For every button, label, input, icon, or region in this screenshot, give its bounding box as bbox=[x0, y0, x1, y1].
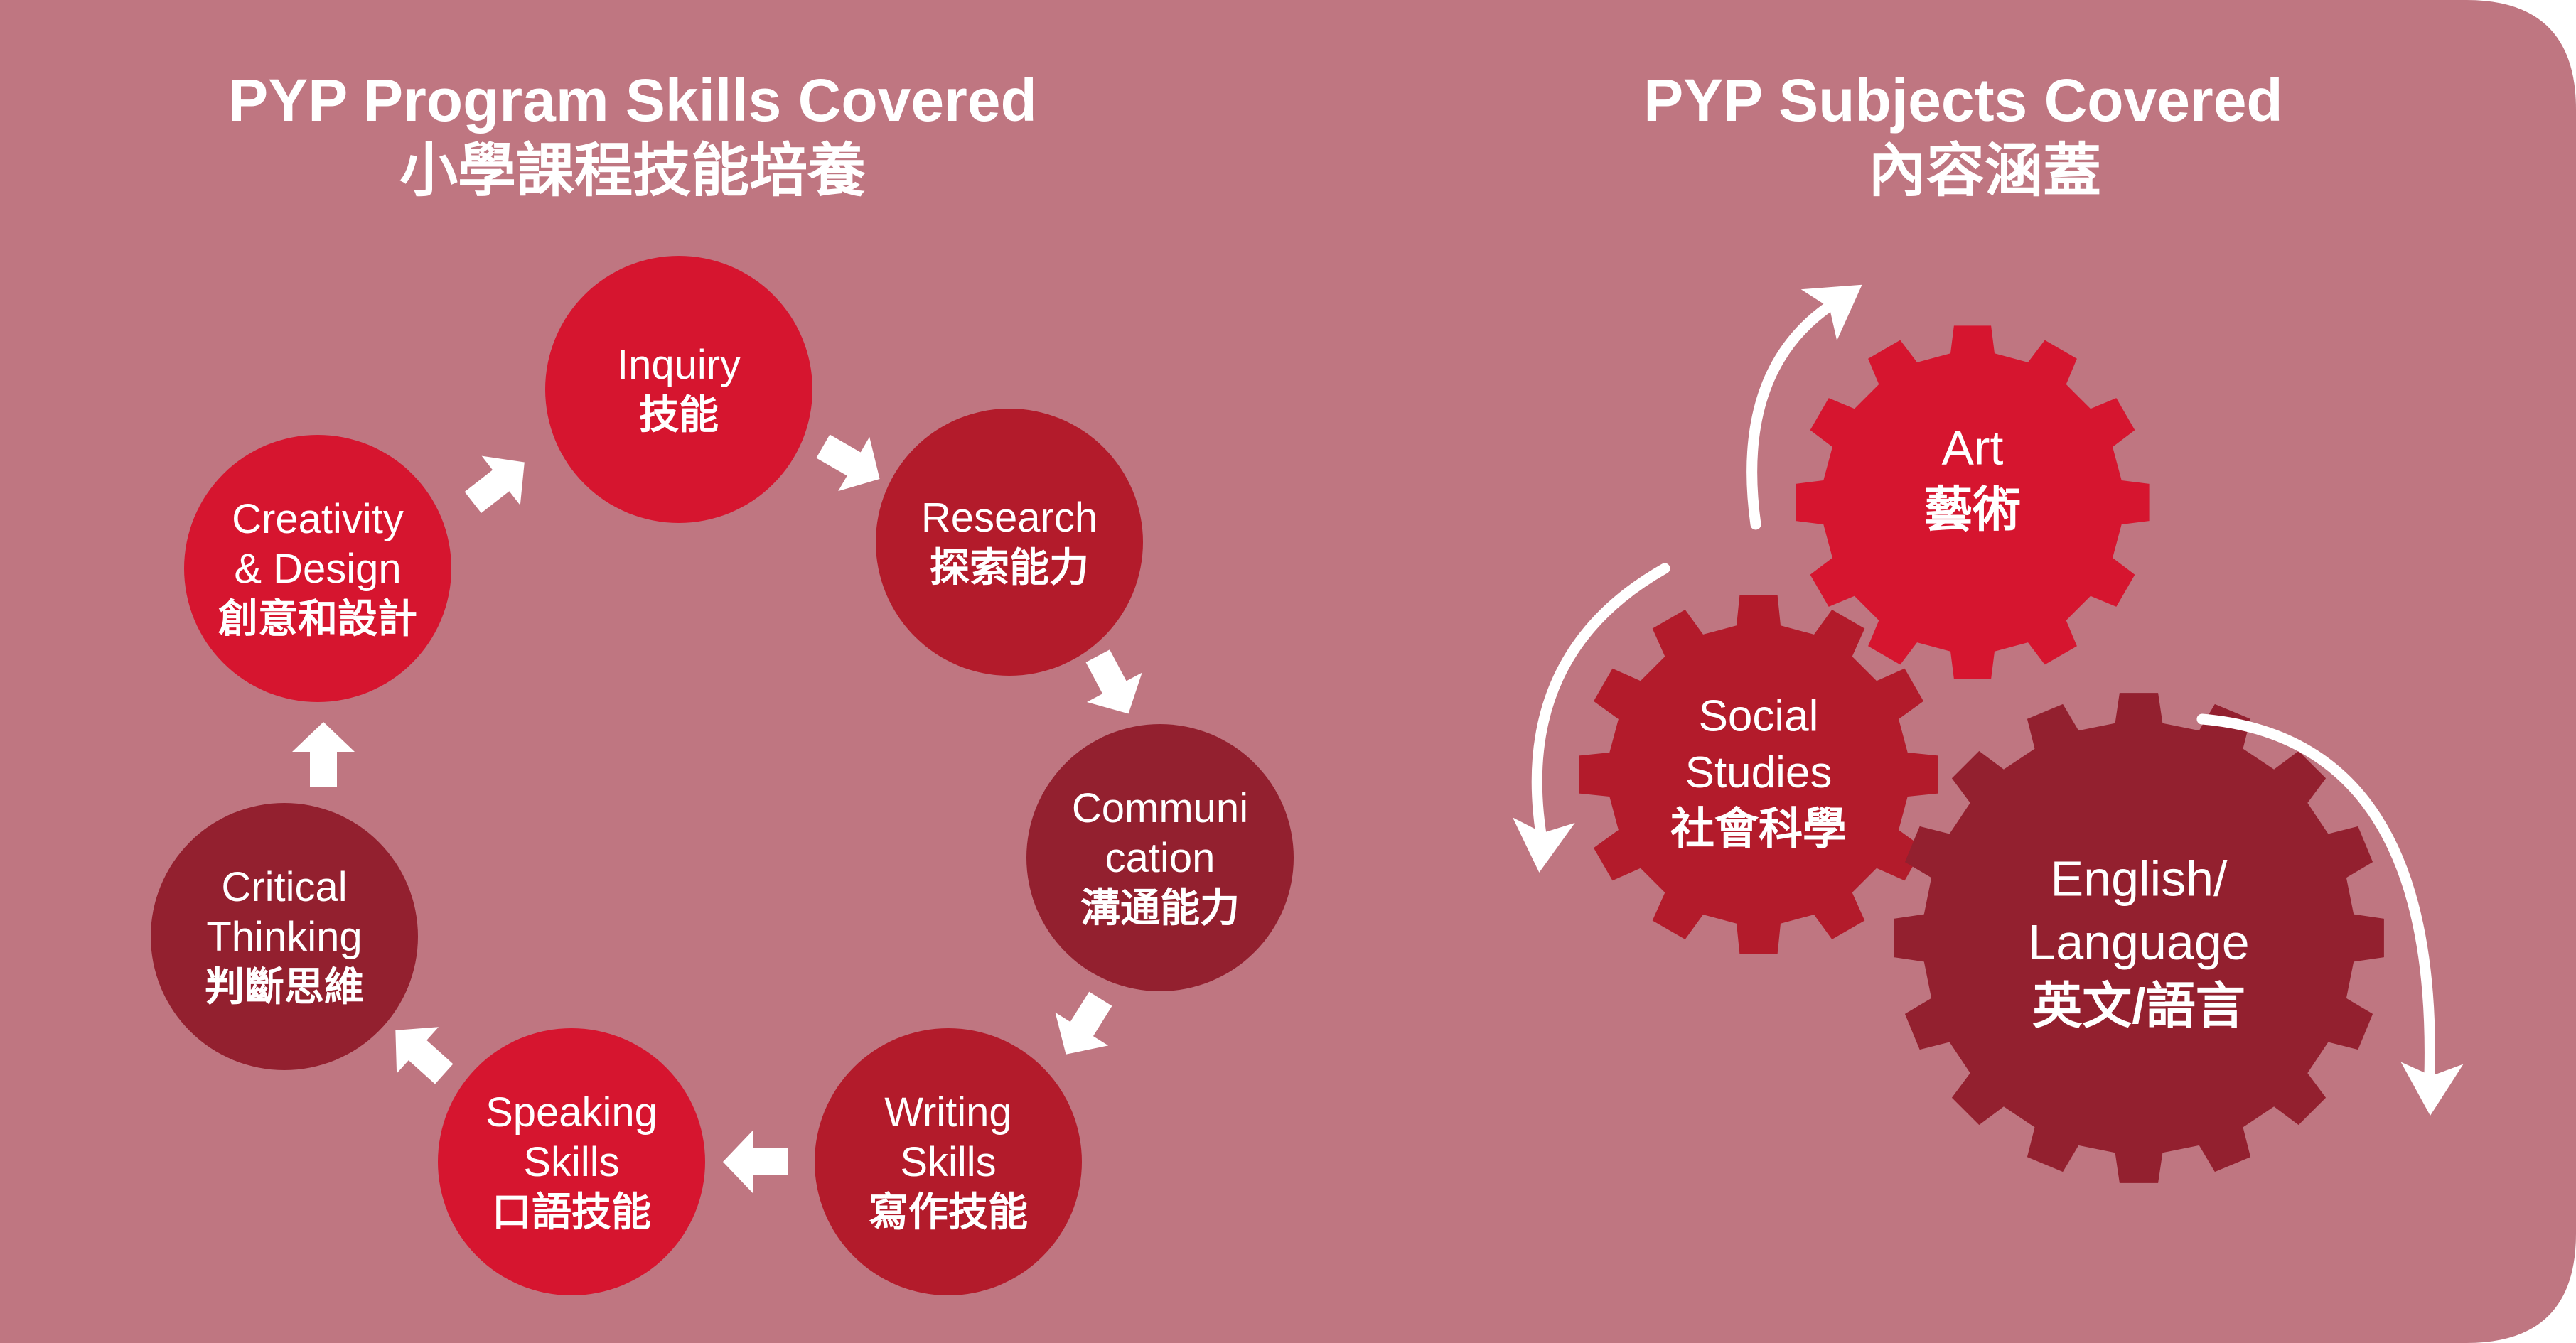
skill-inquiry-label-0: Inquiry bbox=[617, 342, 741, 388]
gear-social-studies-label-1: Studies bbox=[1685, 748, 1832, 797]
skill-critical-thinking-label-1: Thinking bbox=[206, 914, 362, 960]
curved-arrow-english bbox=[2196, 713, 2464, 1116]
skill-writing-label-1: Skills bbox=[900, 1139, 996, 1185]
gear-english-language-shape bbox=[1894, 693, 2384, 1183]
gear-english-language: English/Language 英文/語言 bbox=[1894, 693, 2384, 1183]
skill-speaking-label-0: Speaking bbox=[485, 1089, 658, 1136]
skill-creativity-design-label-0: Creativity bbox=[232, 496, 404, 542]
gear-english-language-label-2: 英文/語言 bbox=[2032, 978, 2245, 1034]
cycle-arrow-4 bbox=[723, 1131, 788, 1193]
cycle-arrow-7 bbox=[464, 455, 525, 514]
gear-art: Art 藝術 bbox=[1796, 325, 2150, 679]
cycle-arrow-5 bbox=[395, 1027, 454, 1084]
gear-english-language-label-1: Language bbox=[2028, 915, 2249, 970]
gear-art-shape bbox=[1796, 325, 2150, 679]
skill-communication-label-0: Communi bbox=[1072, 785, 1248, 831]
skill-writing-label-2: 寫作技能 bbox=[869, 1190, 1028, 1234]
skill-critical-thinking-label-2: 判斷思維 bbox=[205, 964, 364, 1009]
skill-critical-thinking-label-0: Critical bbox=[221, 864, 347, 910]
gear-art-label-1: 藝術 bbox=[1924, 483, 2021, 537]
skill-inquiry-circle bbox=[545, 256, 812, 523]
skill-research-label-1: 探索能力 bbox=[930, 545, 1089, 590]
subjects-title-zh: 內容涵蓋 bbox=[1868, 139, 2101, 203]
skill-creativity-design-label-1: & Design bbox=[234, 546, 401, 592]
skill-writing-circle bbox=[815, 1028, 1082, 1295]
skill-research-circle bbox=[876, 409, 1143, 676]
skill-communication-circle bbox=[1026, 724, 1294, 991]
gear-art-label-0: Art bbox=[1942, 421, 2004, 475]
skill-speaking-label-2: 口語技能 bbox=[492, 1190, 651, 1234]
skill-communication-label-1: cation bbox=[1105, 835, 1215, 881]
skill-communication-label-2: 溝通能力 bbox=[1080, 885, 1240, 930]
subjects-title-en: PYP Subjects Covered bbox=[1643, 67, 2282, 134]
skill-inquiry-label-1: 技能 bbox=[639, 392, 719, 437]
skill-research-label-0: Research bbox=[921, 495, 1098, 541]
skills-cycle: Inquiry技能Research探索能力Communication溝通能力Wr… bbox=[151, 256, 1294, 1295]
skill-creativity-design-circle bbox=[184, 435, 451, 702]
skill-creativity-design-label-2: 創意和設計 bbox=[218, 596, 417, 641]
curved-arrow-social bbox=[1513, 563, 1670, 873]
gear-social-studies-label-2: 社會科學 bbox=[1670, 804, 1847, 853]
curved-arrow-art bbox=[1746, 284, 1862, 530]
cycle-arrow-6 bbox=[292, 722, 355, 787]
cycle-arrow-1 bbox=[816, 434, 880, 492]
skills-title-zh: 小學課程技能培養 bbox=[399, 139, 866, 203]
cycle-arrow-3 bbox=[1055, 991, 1112, 1055]
skill-critical-thinking-circle bbox=[151, 803, 418, 1070]
gear-english-language-label-0: English/ bbox=[2050, 851, 2228, 906]
cycle-arrow-2 bbox=[1085, 649, 1142, 714]
gear-social-studies-shape bbox=[1579, 595, 1938, 954]
skill-writing-label-0: Writing bbox=[884, 1089, 1011, 1136]
gear-social-studies-label-0: Social bbox=[1699, 692, 1819, 741]
skill-speaking-label-1: Skills bbox=[523, 1139, 619, 1185]
skill-speaking-circle bbox=[438, 1028, 705, 1295]
skills-title-en: PYP Program Skills Covered bbox=[228, 67, 1037, 134]
